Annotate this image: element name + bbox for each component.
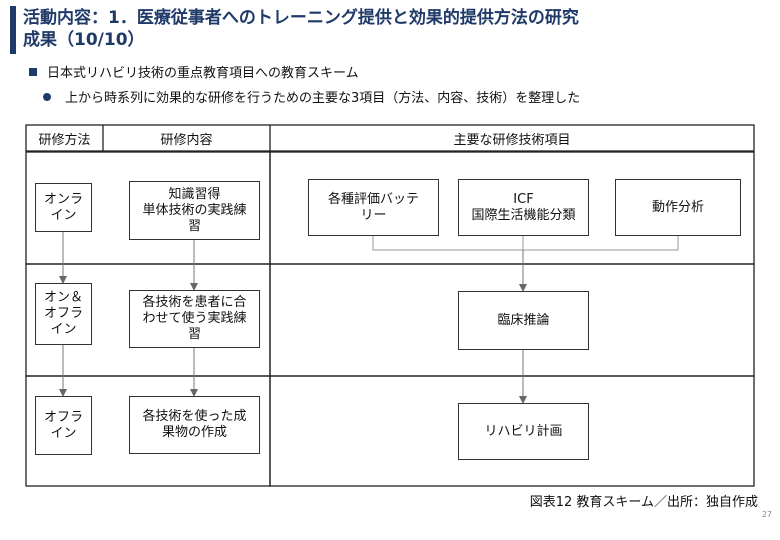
bullet-level1: 日本式リハビリ技術の重点教育項目への教育スキーム: [29, 66, 359, 82]
method-hybrid: オン＆ オフラ イン: [35, 283, 92, 345]
row3-right-border: [269, 375, 755, 487]
bullet-level1-text: 日本式リハビリ技術の重点教育項目への教育スキーム: [47, 66, 359, 81]
content-deliverable: 各技術を使った成 果物の作成: [129, 396, 260, 454]
square-bullet-icon: [29, 68, 37, 76]
header-content: 研修内容: [160, 132, 213, 148]
header-method: 研修方法: [38, 132, 91, 148]
content-patient-practice: 各技術を患者に合 わせて使う実践練 習: [129, 290, 260, 348]
skill-clinical-reasoning: 臨床推論: [458, 291, 589, 350]
page-title-line1: 活動内容：1．医療従事者へのトレーニング提供と効果的提供方法の研究: [23, 8, 579, 28]
figure-caption: 図表12 教育スキーム／出所：独自作成: [529, 495, 758, 510]
method-offline: オフラ イン: [35, 396, 92, 455]
title-accent-bar: [10, 6, 16, 54]
bullet-level2-text: 上から時系列に効果的な研修を行うための主要な3項目（方法、内容、技術）を整理した: [65, 91, 581, 106]
header-skills: 主要な研修技術項目: [453, 132, 571, 148]
page-title-line2: 成果（10/10）: [23, 30, 145, 50]
page-title: 活動内容：1．医療従事者へのトレーニング提供と効果的提供方法の研究 成果（10/…: [23, 7, 579, 51]
skill-icf: ICF 国際生活機能分類: [458, 179, 589, 236]
table-header-border: [25, 124, 755, 152]
page-number: 27: [761, 510, 772, 519]
bullet-level2: 上から時系列に効果的な研修を行うための主要な3項目（方法、内容、技術）を整理した: [43, 91, 580, 107]
skill-motion-analysis: 動作分析: [615, 179, 741, 236]
content-knowledge: 知識習得 単体技術の実践練 習: [129, 181, 260, 240]
round-bullet-icon: [43, 93, 51, 101]
skill-evaluation-battery: 各種評価バッテ リー: [308, 179, 439, 236]
skill-rehab-plan: リハビリ計画: [458, 403, 589, 460]
method-online: オンラ イン: [35, 183, 92, 232]
